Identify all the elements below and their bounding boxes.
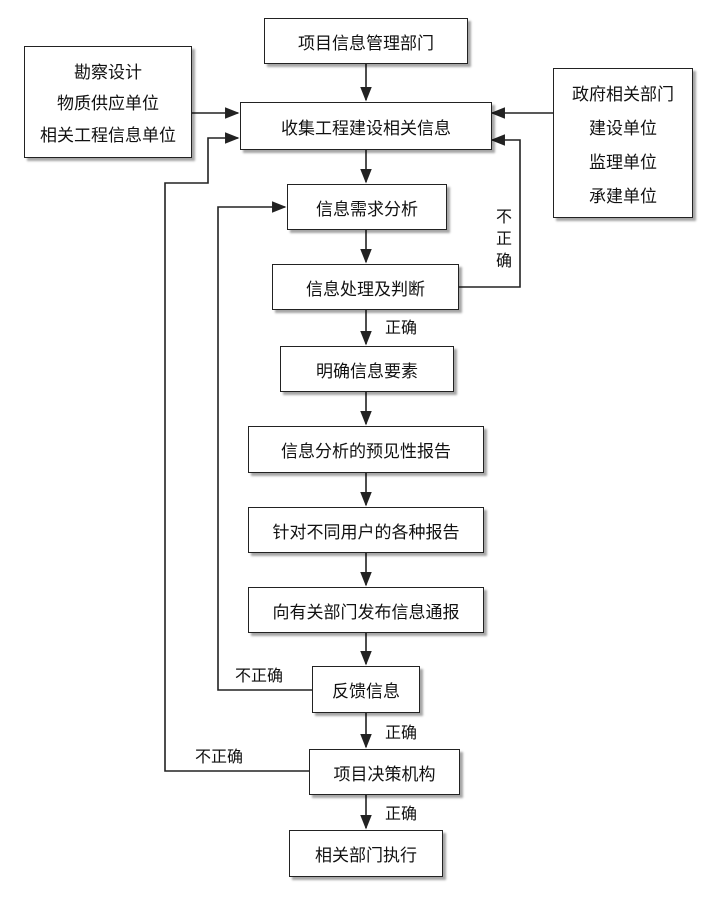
node-dept-execute: 相关部门执行	[289, 830, 443, 877]
loop-feedback-to-demand	[217, 201, 312, 691]
source-label: 监理单位	[589, 152, 657, 173]
loop-decision-to-collect	[164, 132, 309, 772]
node-user-reports: 针对不同用户的各种报告	[248, 507, 484, 553]
source-label: 政府相关部门	[572, 84, 674, 105]
source-label: 勘察设计	[74, 63, 142, 84]
label-correct-decision: 正确	[385, 804, 418, 823]
node-info-demand: 信息需求分析	[287, 184, 447, 230]
node-info-elements: 明确信息要素	[280, 346, 454, 392]
label-char: 不	[495, 207, 512, 226]
loop-process-to-collect	[459, 134, 521, 288]
label-char: 确	[495, 251, 512, 270]
source-label: 物质供应单位	[57, 94, 159, 115]
label-incorrect-process: 不 正 确	[495, 206, 513, 272]
node-feedback: 反馈信息	[312, 666, 420, 713]
node-label: 反馈信息	[332, 682, 400, 702]
label-char: 正	[495, 229, 512, 248]
node-label: 明确信息要素	[316, 361, 418, 382]
source-label: 建设单位	[589, 118, 657, 139]
node-collect-info: 收集工程建设相关信息	[240, 102, 492, 150]
node-decision-body: 项目决策机构	[309, 749, 460, 795]
node-publish-notice: 向有关部门发布信息通报	[248, 587, 484, 633]
node-label: 信息需求分析	[316, 199, 418, 220]
node-label: 向有关部门发布信息通报	[272, 602, 460, 623]
source-label: 相关工程信息单位	[40, 125, 176, 146]
node-label: 项目信息管理部门	[298, 33, 434, 54]
node-info-process: 信息处理及判断	[272, 264, 459, 310]
right-sources-box: 政府相关部门 建设单位 监理单位 承建单位	[553, 68, 693, 218]
label-correct-feedback: 正确	[385, 723, 418, 742]
label-incorrect-feedback: 不正确	[235, 666, 284, 685]
node-label: 针对不同用户的各种报告	[272, 522, 460, 543]
source-label: 承建单位	[589, 186, 657, 207]
node-label: 项目决策机构	[333, 764, 436, 785]
node-forecast-report: 信息分析的预见性报告	[248, 426, 484, 473]
node-label: 信息处理及判断	[306, 279, 425, 300]
label-correct-process: 正确	[385, 318, 418, 337]
label-incorrect-decision: 不正确	[195, 747, 244, 766]
left-sources-box: 勘察设计 物质供应单位 相关工程信息单位	[24, 46, 192, 158]
node-label: 信息分析的预见性报告	[281, 442, 451, 462]
node-label: 收集工程建设相关信息	[281, 118, 451, 139]
node-label: 相关部门执行	[315, 846, 417, 866]
node-project-info-dept: 项目信息管理部门	[264, 18, 468, 64]
